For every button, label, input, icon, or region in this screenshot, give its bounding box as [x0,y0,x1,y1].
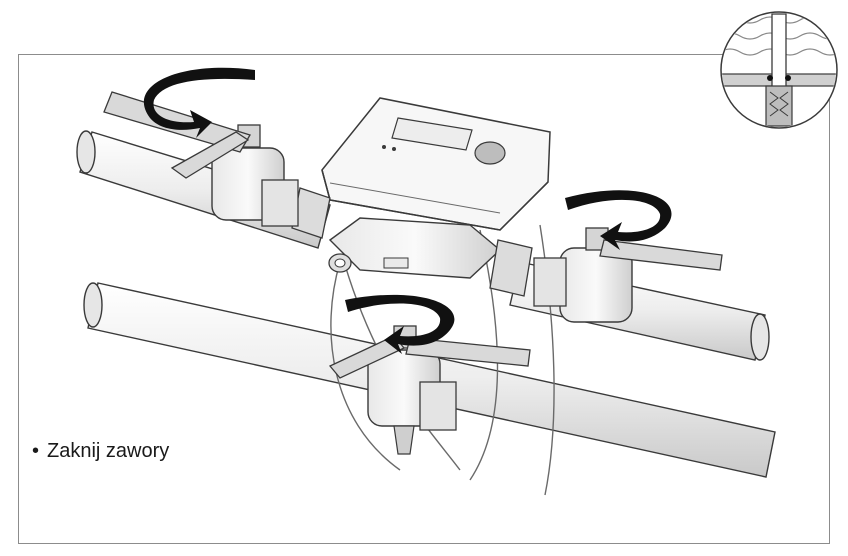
meter-union-right [489,239,533,297]
meter-display [391,117,473,151]
heat-meter [291,97,551,297]
ball-valve-upper-right [533,227,723,323]
valve-closing-arrow-icon [345,294,455,354]
instruction-text: • Zaknij zawory [32,440,169,463]
detail-inset-icon [720,11,838,129]
valve-closing-arrow-icon [565,190,672,250]
instruction-label: Zaknij zawory [47,440,170,462]
temperature-sensor-port [328,253,352,273]
meter-button [474,141,506,165]
valve-handle [599,239,723,271]
bullet: • [32,440,40,462]
ball-valve-upper-left [103,91,299,227]
valve-closing-arrow-icon [143,67,255,138]
